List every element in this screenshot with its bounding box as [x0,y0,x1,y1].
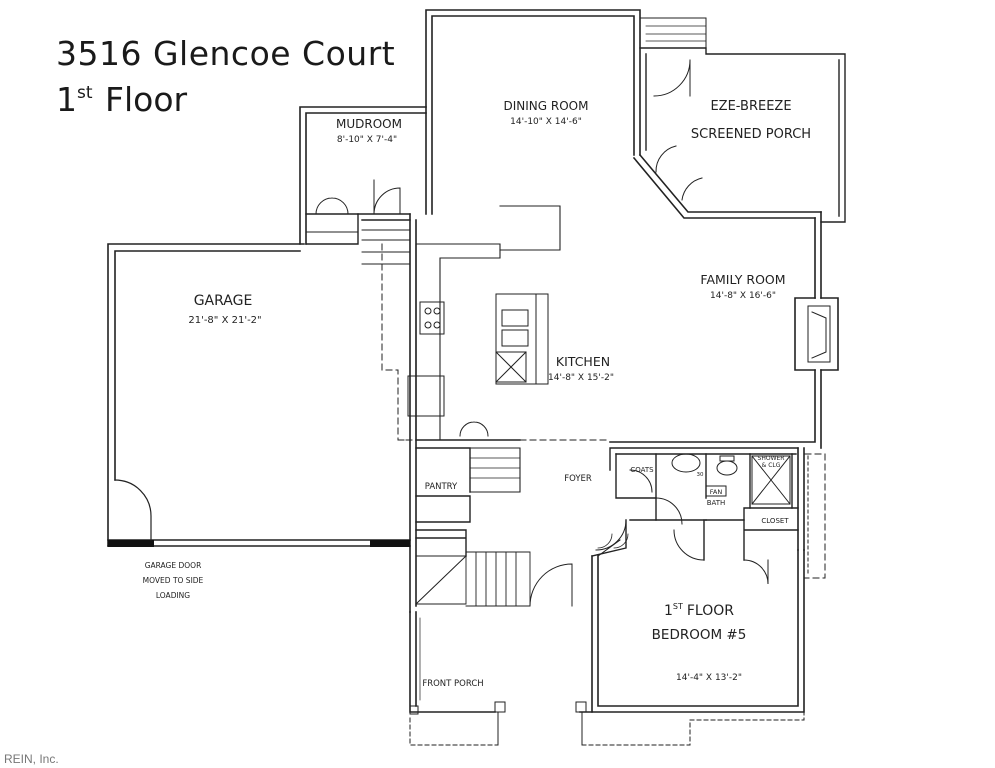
bath-fan-label: FAN [710,488,723,496]
garage-label: GARAGE [194,293,253,309]
family-dims: 14'-8" X 16'-6" [710,291,776,301]
mudroom-label: MUDROOM [336,117,402,131]
kitchen-dims: 14'-8" X 15'-2" [548,373,614,383]
garage-door-note-1: GARAGE DOOR [145,561,202,570]
kitchen-label: KITCHEN [556,354,610,369]
floor-word: Floor [105,80,188,119]
bedroom-line2: BEDROOM #5 [652,627,747,643]
bath-label: BATH [707,499,726,507]
screened-porch-line2: SCREENED PORCH [691,127,811,142]
door-swings [595,469,769,585]
dashed-overlay [381,179,826,579]
garage-door-note-3: LOADING [156,591,190,600]
screened-porch-line1: EZE-BREEZE [710,99,791,114]
kitchen-fixtures [407,293,549,417]
plan-title-floor: 1st Floor [56,80,187,119]
garage-dims: 21'-8" X 21'-2" [188,315,261,326]
coats-label: COATS [630,466,654,474]
bath-fixtures [671,453,791,505]
mudroom-dims: 8'-10" X 7'-4" [337,135,397,145]
watermark: REIN, Inc. [4,752,59,766]
bedroom-floor-num: 1 [664,603,673,619]
stair-mark: 30 [697,472,704,478]
front-porch-label: FRONT PORCH [422,679,483,689]
bedroom-floor-sup: ST [673,602,683,611]
bedroom-floor-word: FLOOR [687,603,734,619]
fireplace [807,305,831,363]
screened-porch-walls [639,17,846,223]
front-stairs [415,551,573,607]
exterior-walls [107,9,839,713]
shower-line2: & CLG [762,462,781,469]
dining-dims: 14'-10" X 14'-6" [510,117,582,127]
shower-line1: SHOWER [758,455,785,462]
interior-walls [305,179,799,561]
garage-door-note-2: MOVED TO SIDE [143,576,204,585]
plan-title-address: 3516 Glencoe Court [56,34,396,73]
floor-suffix: st [77,83,93,103]
bedroom-line1: 1ST FLOOR [664,602,734,619]
closet-label: CLOSET [761,517,789,525]
pantry-label: PANTRY [425,482,458,492]
bedroom-dims: 14'-4" X 13'-2" [676,673,742,683]
front-porch-steps [409,617,805,746]
floor-number: 1 [56,80,77,119]
foyer-label: FOYER [564,474,592,484]
dining-label: DINING ROOM [504,99,589,113]
family-label: FAMILY ROOM [700,272,785,287]
